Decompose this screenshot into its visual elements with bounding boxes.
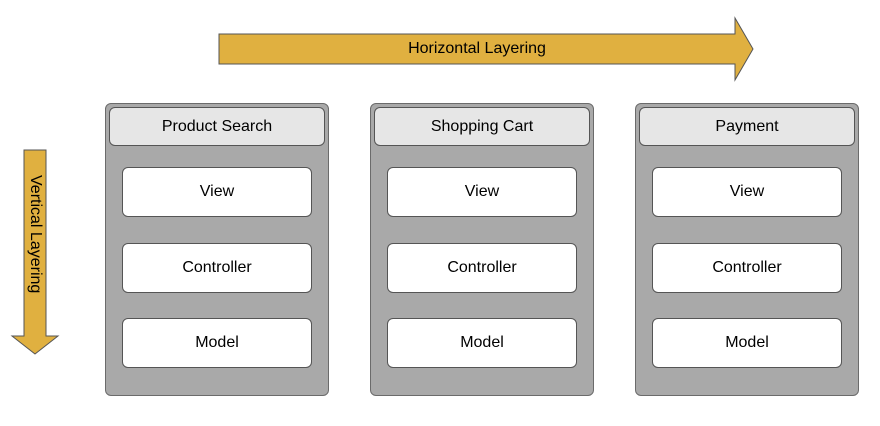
controller-box: Controller [652,243,842,293]
horizontal-layering-label: Horizontal Layering [408,40,546,57]
view-box: View [387,167,577,217]
column-title: Payment [639,107,855,146]
horizontal-arrow [218,16,754,82]
model-box: Model [387,318,577,368]
column-title: Shopping Cart [374,107,590,146]
model-box: Model [122,318,312,368]
column-shopping-cart: Shopping Cart View Controller Model [370,103,594,396]
vertical-layering-label: Vertical Layering [27,174,44,294]
column-payment: Payment View Controller Model [635,103,859,396]
model-box: Model [652,318,842,368]
vertical-arrow [10,149,60,355]
controller-box: Controller [122,243,312,293]
column-product-search: Product Search View Controller Model [105,103,329,396]
controller-box: Controller [387,243,577,293]
view-box: View [652,167,842,217]
view-box: View [122,167,312,217]
column-title: Product Search [109,107,325,146]
